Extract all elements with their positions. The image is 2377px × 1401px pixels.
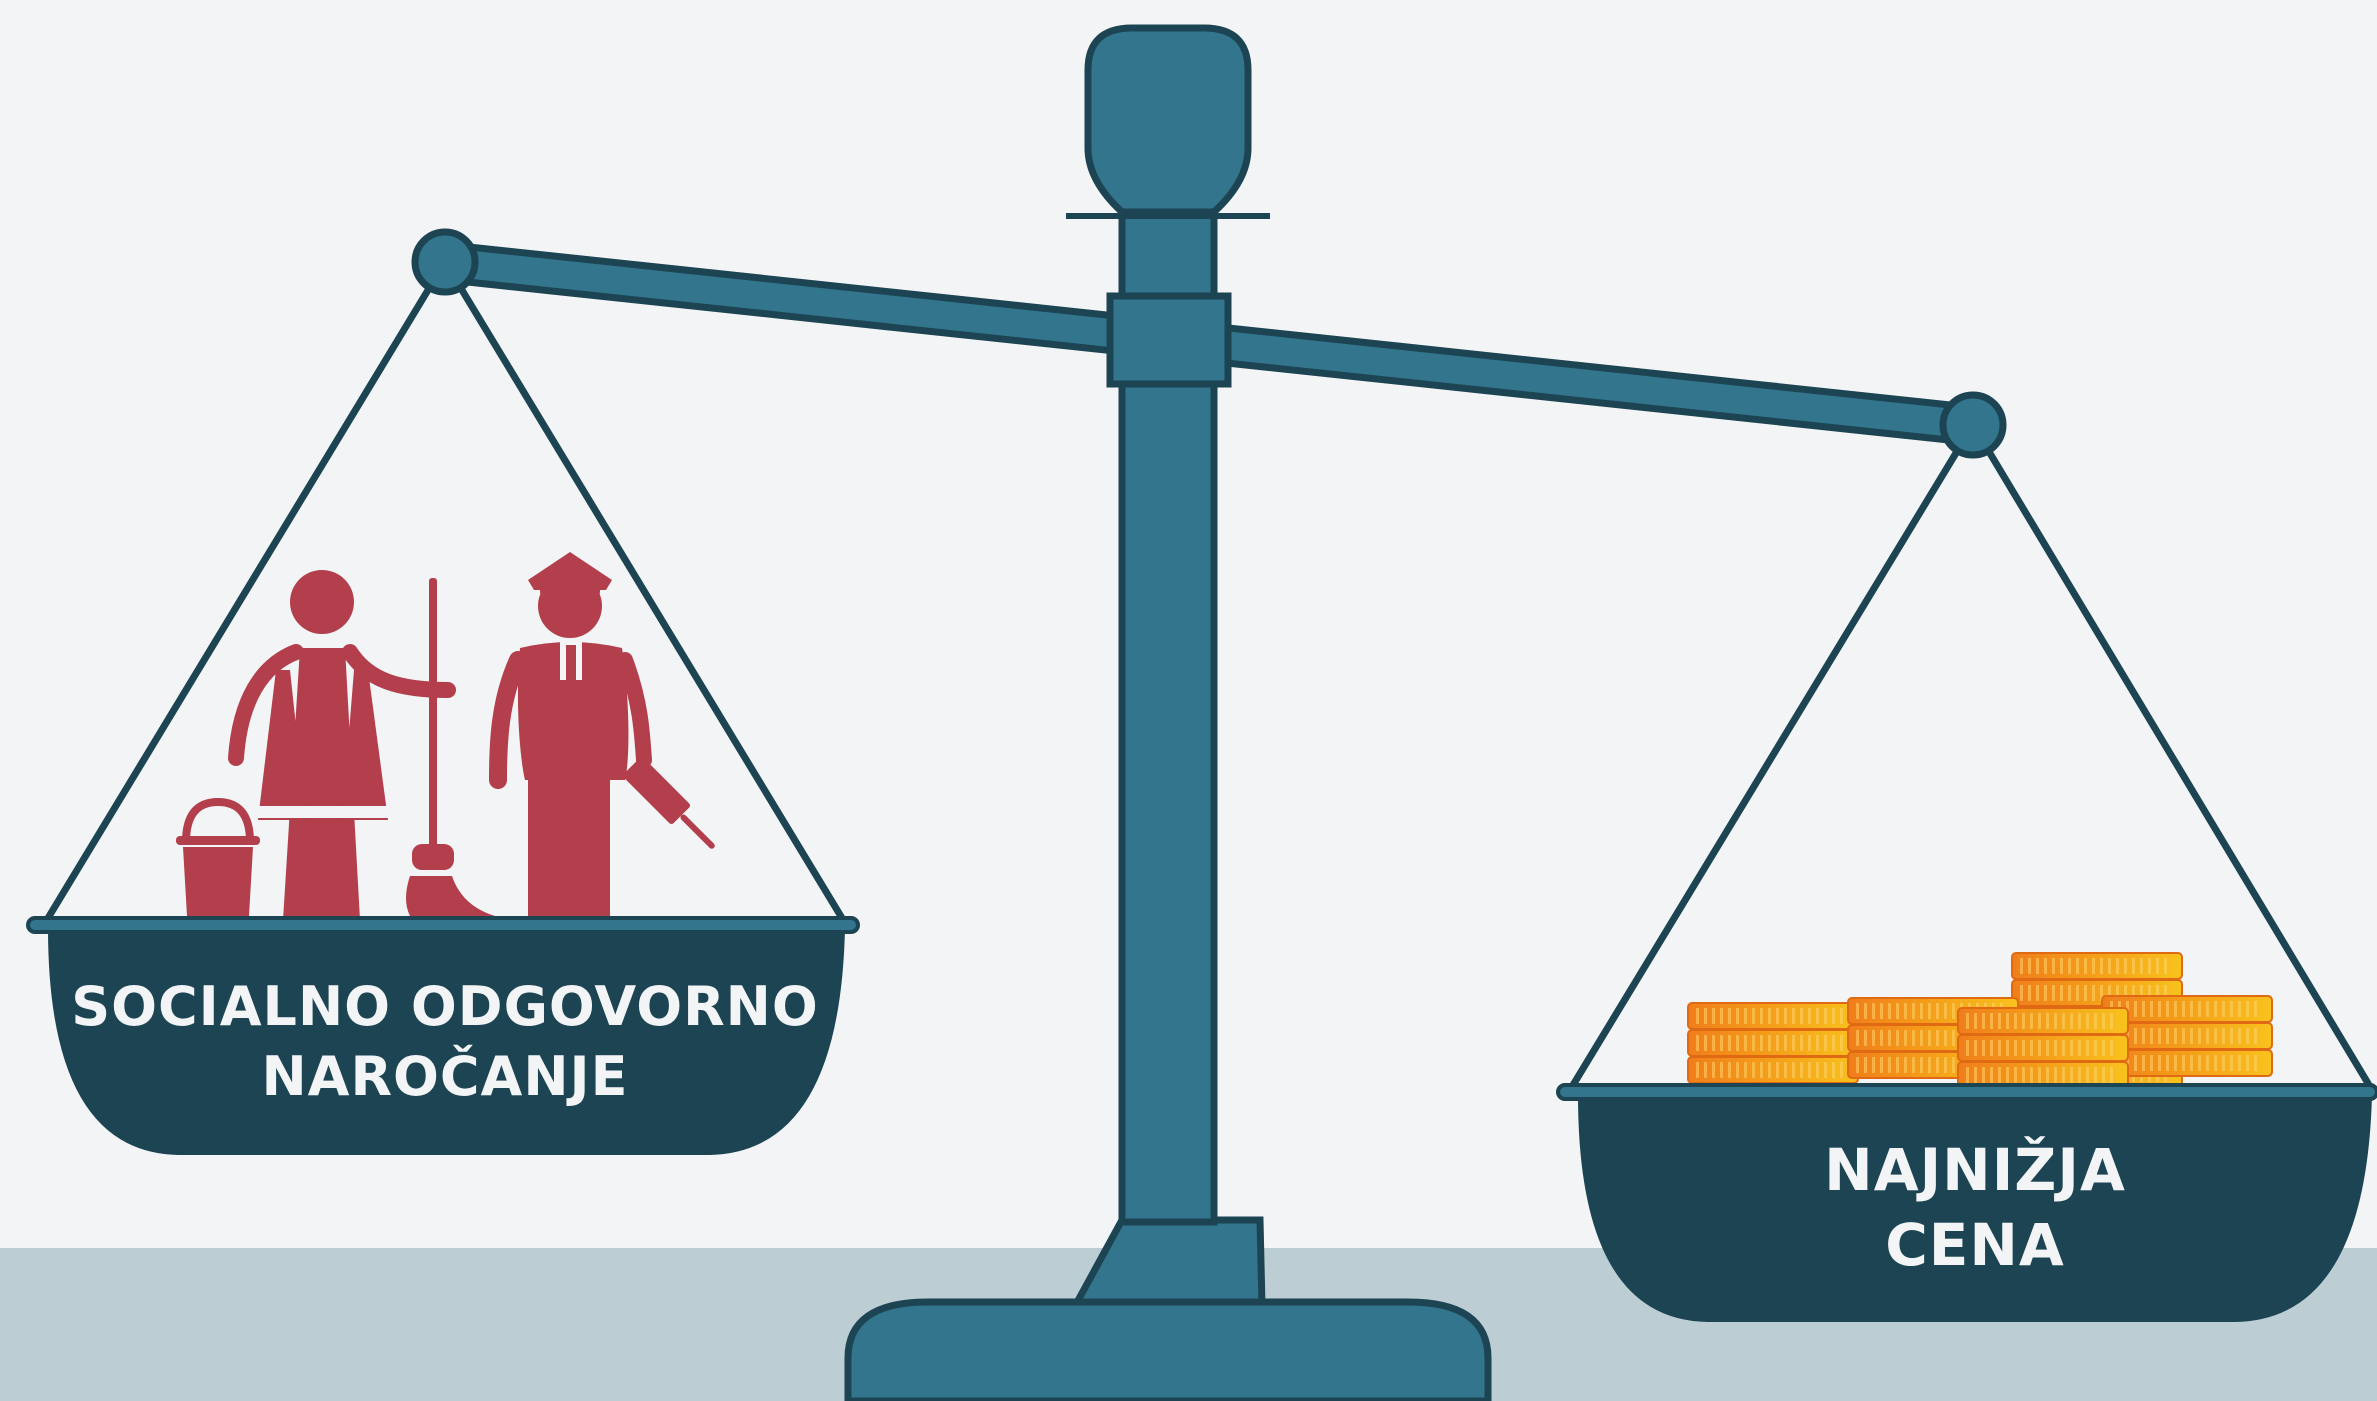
- bucket-icon: [176, 797, 260, 916]
- left-pan-label: SOCIALNO ODGOVORNO NAROČANJE: [45, 972, 845, 1112]
- scale-base: [844, 1216, 1492, 1401]
- right-pivot: [1939, 391, 2007, 459]
- left-pan-label-line1: SOCIALNO ODGOVORNO: [71, 975, 819, 1038]
- right-pan-label-line2: CENA: [1885, 1211, 2065, 1280]
- pan-strings: [39, 260, 2377, 1097]
- left-pan-label-line2: NAROČANJE: [261, 1045, 629, 1109]
- scale-beam: [411, 228, 2007, 459]
- left-pan: [26, 916, 860, 1155]
- right-pan: [1556, 1083, 2377, 1322]
- workers-group: [176, 552, 715, 920]
- right-pan-label-line1: NAJNIŽJA: [1824, 1136, 2126, 1204]
- left-pivot: [411, 228, 479, 296]
- mop-icon: [406, 578, 495, 916]
- security-guard-icon: [489, 552, 715, 916]
- right-pan-label: NAJNIŽJA CENA: [1575, 1133, 2375, 1284]
- cleaner-woman-icon: [228, 570, 456, 920]
